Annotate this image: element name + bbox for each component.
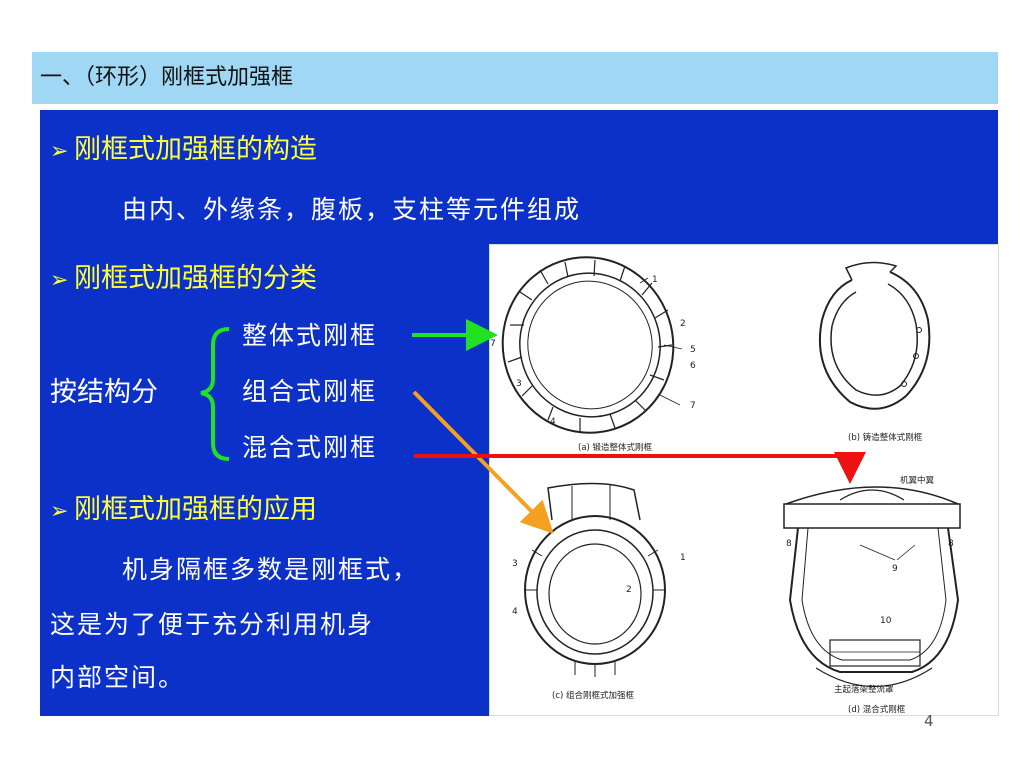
figure-a-caption: (a) 锻造整体式刚框 [578,442,653,453]
svg-text:10: 10 [880,616,892,626]
svg-text:8: 8 [948,539,954,549]
bullet-arrow-icon: ➢ [50,139,69,164]
figure-c-assembled-frame [524,482,666,677]
slide-title: 一、（环形）刚框式加强框 [40,65,294,90]
class-item-hybrid: 混合式刚框 [242,433,378,462]
svg-text:2: 2 [680,319,686,329]
figure-d-caption: (d) 混合式刚框 [848,704,906,715]
heading-application: ➢刚框式加强框的应用 [50,494,317,525]
figure-panel [489,244,999,716]
application-text-line-1: 机身隔框多数是刚框式， [122,555,420,584]
svg-text:8: 8 [786,539,792,549]
class-item-integral: 整体式刚框 [242,321,378,350]
figure-d-numbers: 8 8 9 10 [786,539,954,626]
figure-d-hybrid-frame [783,486,961,688]
title-bar: 一、（环形）刚框式加强框 [32,52,998,104]
class-item-assembled: 组合式刚框 [242,377,378,406]
figure-b-caption: (b) 铸造整体式刚框 [848,432,923,443]
application-text-line-2: 这是为了便于充分利用机身 [50,610,375,639]
page-number: 4 [924,712,934,730]
application-text-line-3: 内部空间。 [50,663,186,692]
arrow-orange [412,390,554,534]
figure-b-cast-frame [818,261,931,410]
svg-text:7: 7 [490,339,496,349]
svg-text:3: 3 [516,379,522,389]
svg-text:5: 5 [690,345,696,355]
bullet-arrow-icon: ➢ [50,268,69,293]
svg-text:3: 3 [512,559,518,569]
figure-c-caption: (c) 组合刚框式加强框 [552,690,635,701]
curly-brace [200,327,230,461]
heading-construction: ➢刚框式加强框的构造 [50,134,317,165]
svg-text:7: 7 [690,401,696,411]
svg-text:6: 6 [690,361,696,371]
svg-text:4: 4 [512,607,518,617]
figure-a-numbers: 1 2 3 4 5 6 7 7 [490,275,696,427]
figure-d-label-top: 机翼中翼 [900,475,935,486]
svg-text:2: 2 [626,585,632,595]
figure-c-numbers: 1 2 3 4 [512,553,686,617]
bullet-arrow-icon: ➢ [50,499,69,524]
arrow-red [414,452,866,484]
figure-d-label-bottom: 主起落架整流罩 [834,684,894,695]
svg-text:1: 1 [652,275,658,285]
heading-classification: ➢刚框式加强框的分类 [50,263,317,294]
svg-text:1: 1 [680,553,686,563]
classification-label: 按结构分 [50,377,158,408]
svg-text:9: 9 [892,564,898,574]
svg-text:4: 4 [550,417,556,427]
construction-text: 由内、外缘条，腹板，支柱等元件组成 [122,195,582,224]
figure-a-integral-frame [501,256,683,434]
